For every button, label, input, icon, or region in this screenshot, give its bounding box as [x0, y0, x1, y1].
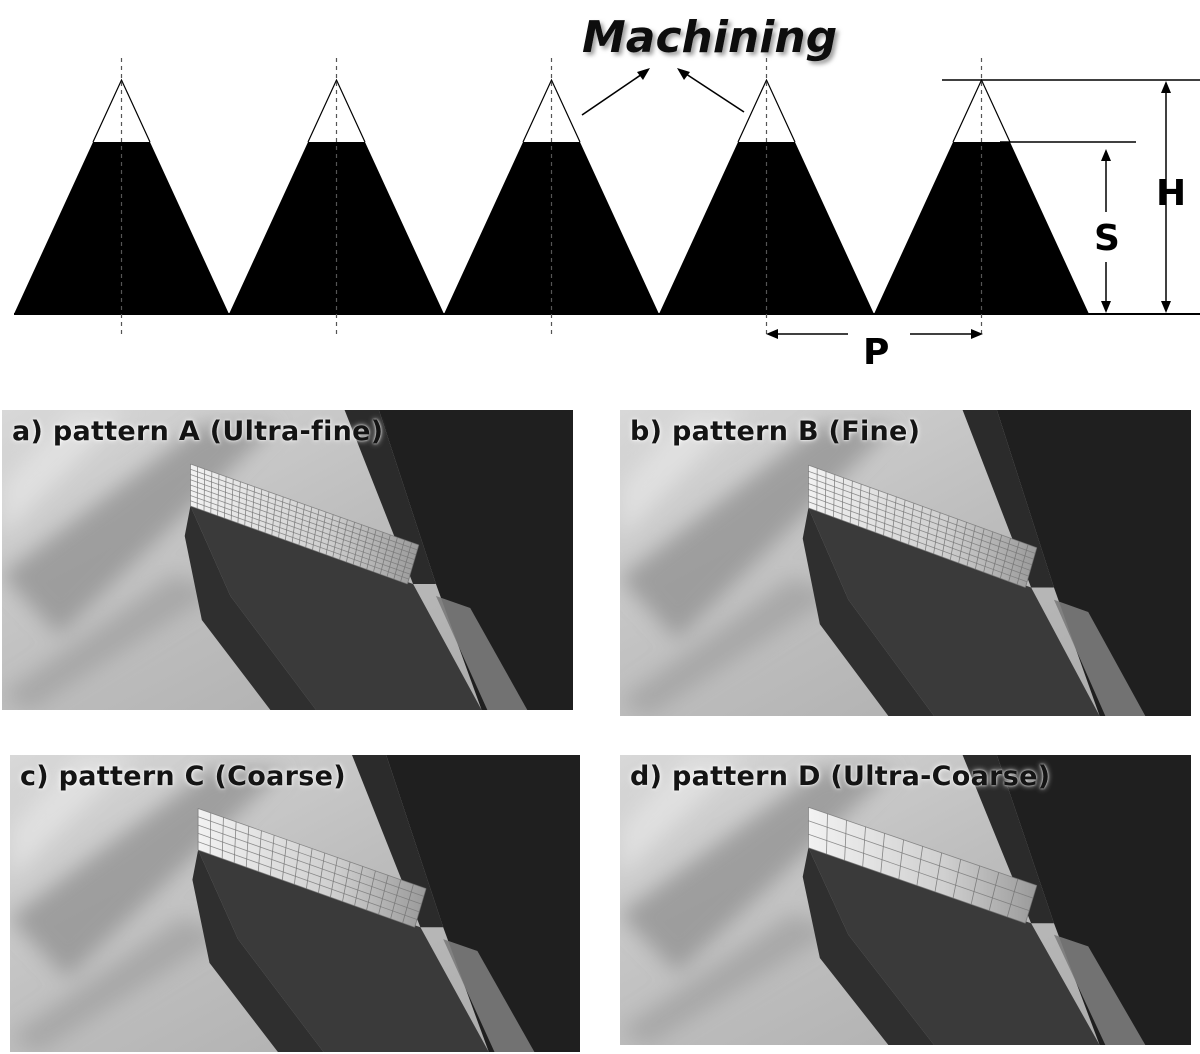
- h-label: H: [1156, 173, 1186, 214]
- knurled-edge-strip: [1053, 599, 1146, 716]
- machined-tip-outline: [522, 78, 581, 143]
- caption-pattern-b: b) pattern B (Fine): [630, 416, 921, 447]
- machined-tip-outline: [737, 78, 796, 143]
- caption-pattern-c: c) pattern C (Coarse): [20, 761, 346, 792]
- photo-pattern-b: b) pattern B (Fine): [620, 410, 1191, 716]
- knurl-grid: [190, 463, 420, 585]
- photo-pattern-a: a) pattern A (Ultra-fine): [2, 410, 573, 710]
- machined-tip-outline: [92, 78, 151, 143]
- tool-holder-block: [996, 755, 1191, 1045]
- knurled-face: [190, 464, 419, 584]
- h-arrow-top: [1161, 81, 1171, 93]
- knurled-tool-photo: [2, 410, 573, 710]
- machining-arrow-left: [581, 69, 649, 116]
- photo-pattern-c: c) pattern C (Coarse): [10, 755, 580, 1052]
- tool-holder-block: [996, 410, 1191, 716]
- truncated-peaks: [14, 58, 1089, 338]
- knurled-face: [808, 465, 1037, 588]
- s-arrow-top: [1101, 149, 1111, 161]
- tool-body: [198, 850, 489, 1052]
- machining-arrowhead-right: [677, 68, 690, 80]
- s-label: S: [1094, 218, 1120, 259]
- knurled-face: [808, 807, 1037, 924]
- tool-holder-block: [386, 755, 580, 1052]
- knurled-tool-photo: [620, 410, 1191, 716]
- machining-arrow-right: [679, 69, 745, 113]
- h-arrow-bottom: [1161, 301, 1171, 313]
- knurled-edge-strip: [1053, 934, 1146, 1045]
- s-arrow-bottom: [1101, 301, 1111, 313]
- tool-body: [190, 506, 482, 710]
- p-arrow-right: [971, 329, 983, 339]
- machining-arrowhead-left: [637, 68, 650, 80]
- caption-pattern-a: a) pattern A (Ultra-fine): [12, 416, 384, 447]
- caption-pattern-d: d) pattern D (Ultra-Coarse): [630, 761, 1051, 792]
- tool-holder-block: [378, 410, 573, 710]
- tool-body: [808, 847, 1100, 1045]
- p-arrow-left: [766, 329, 778, 339]
- knurled-edge-strip: [443, 939, 535, 1052]
- tooth-profile-diagram: Machining H S P: [14, 12, 1200, 373]
- knurl-grid: [808, 806, 1038, 924]
- machined-tip-outline: [307, 78, 366, 143]
- knurl-grid: [808, 464, 1038, 588]
- tool-body: [808, 507, 1100, 716]
- p-label: P: [863, 332, 889, 373]
- knurled-tool-photo: [10, 755, 580, 1052]
- machining-title: Machining: [582, 12, 837, 63]
- knurl-grid: [197, 808, 427, 928]
- photo-pattern-d: d) pattern D (Ultra-Coarse): [620, 755, 1191, 1045]
- knurled-tool-photo: [620, 755, 1191, 1045]
- knurled-edge-strip: [435, 596, 528, 710]
